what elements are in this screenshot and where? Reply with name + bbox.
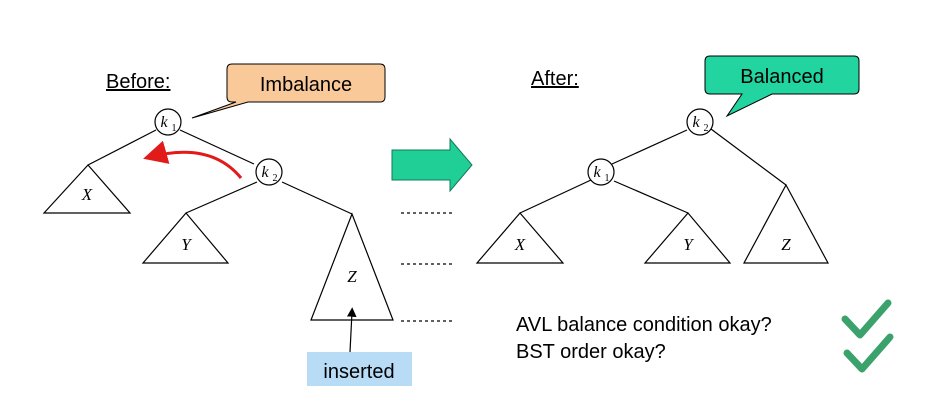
- rotation-arrow: [143, 140, 243, 179]
- after-edges: [519, 128, 787, 214]
- after-subtree-x: X: [475, 212, 565, 264]
- svg-text:1: 1: [605, 173, 610, 184]
- balanced-label: Balanced: [740, 66, 823, 88]
- inserted-label: inserted: [323, 361, 394, 383]
- before-subtree-y: Y: [141, 212, 230, 264]
- imbalance-label: Imbalance: [260, 74, 352, 96]
- svg-text:k: k: [261, 164, 269, 181]
- svg-text:2: 2: [704, 123, 709, 134]
- after-node-k2-letter: k: [692, 114, 700, 131]
- before-node-k2: k 2: [255, 158, 283, 186]
- imbalance-callout: Imbalance: [191, 63, 386, 119]
- after-subtree-y: Y: [643, 212, 732, 264]
- before-heading: Before:: [106, 71, 170, 93]
- svg-text:X: X: [81, 185, 93, 204]
- balanced-callout: Balanced: [704, 55, 860, 118]
- inserted-box: inserted: [307, 352, 412, 386]
- level-guides: [401, 212, 453, 322]
- after-subtree-z: Z: [742, 183, 830, 264]
- transition-arrow: [391, 137, 473, 193]
- svg-text:Y: Y: [181, 235, 192, 254]
- svg-text:Y: Y: [683, 235, 694, 254]
- before-subtree-x: X: [42, 164, 132, 214]
- after-node-k1-letter: k: [593, 164, 601, 181]
- checkmark-icon: [843, 333, 894, 373]
- inserted-pointer: [346, 307, 357, 353]
- checkmark-icon: [841, 299, 892, 339]
- before-node-k1-letter: k: [160, 114, 168, 131]
- before-node-k2-sub: 2: [273, 173, 278, 184]
- svg-text:X: X: [514, 235, 526, 254]
- question-avl-balance: AVL balance condition okay?: [516, 314, 772, 336]
- svg-text:2: 2: [273, 173, 278, 184]
- before-node-k1: k 1: [154, 108, 182, 136]
- after-heading: After:: [531, 68, 579, 90]
- svg-text:k: k: [160, 114, 168, 131]
- svg-text:1: 1: [172, 123, 177, 134]
- svg-text:Z: Z: [781, 235, 791, 254]
- before-subtree-z: Z: [310, 212, 394, 321]
- before-edges: [87, 129, 353, 215]
- after-node-k2-sub: 2: [704, 123, 709, 134]
- svg-text:k: k: [593, 164, 601, 181]
- before-node-k1-sub: 1: [172, 123, 177, 134]
- after-node-k1-sub: 1: [605, 173, 610, 184]
- svg-text:k: k: [692, 114, 700, 131]
- after-node-k2: k 2: [686, 108, 714, 136]
- svg-text:Z: Z: [347, 267, 357, 286]
- before-node-k2-letter: k: [261, 164, 269, 181]
- after-node-k1: k 1: [587, 158, 615, 186]
- question-bst-order: BST order okay?: [516, 341, 666, 363]
